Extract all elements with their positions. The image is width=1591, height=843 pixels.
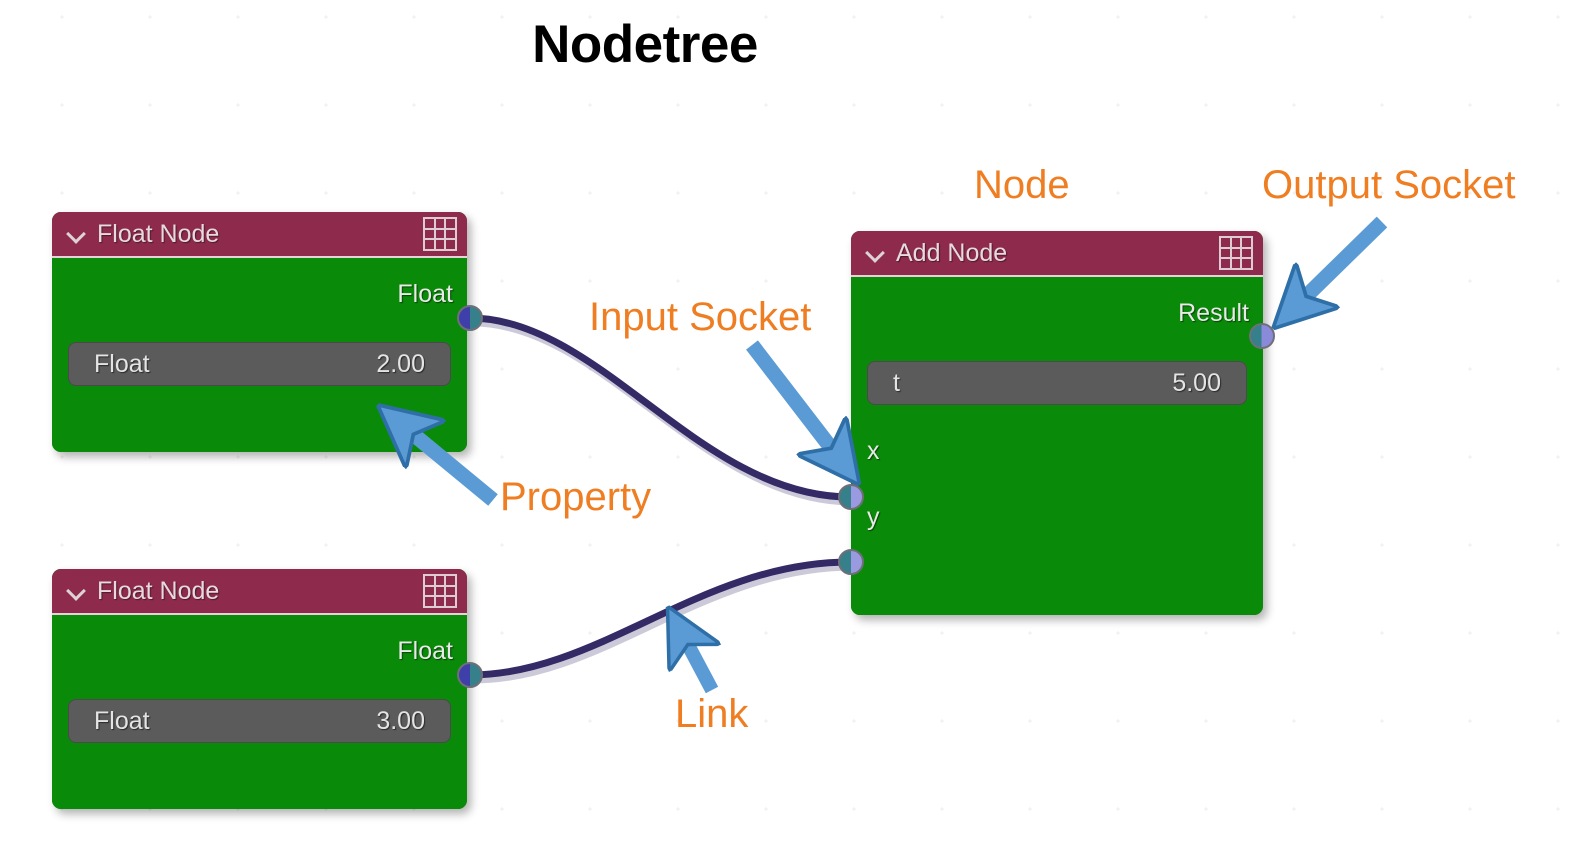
input-socket-label: y (867, 502, 880, 531)
node-float-node-2-inner: Float Node Float Float 3.00 (52, 569, 467, 809)
property-value[interactable]: 3.00 (376, 706, 425, 735)
node-title: Float Node (97, 219, 220, 248)
input-row-x: x (851, 429, 1263, 473)
page-title: Nodetree (532, 15, 758, 74)
input-socket-y[interactable] (838, 549, 864, 575)
node-float-node-2[interactable]: Float Node Float Float 3.00 (52, 569, 483, 809)
link-curve-y (466, 558, 854, 679)
chevron-down-icon[interactable] (66, 580, 88, 602)
arrow-output-socket (1290, 216, 1388, 312)
output-socket[interactable] (457, 305, 483, 331)
annotation-link: Link (675, 692, 749, 736)
property-widget-t[interactable]: t 5.00 (867, 361, 1247, 405)
input-socket-label: x (867, 436, 880, 465)
property-name: t (893, 368, 900, 397)
property-name: Float (94, 706, 150, 735)
property-name: Float (94, 349, 150, 378)
annotation-output-socket: Output Socket (1262, 163, 1516, 207)
link-curve-x (466, 314, 854, 501)
output-socket[interactable] (457, 662, 483, 688)
grid-icon[interactable] (1219, 236, 1253, 270)
node-body: Result t 5.00 x y (851, 291, 1263, 539)
output-row-float: Float (52, 272, 467, 316)
output-row-float: Float (52, 629, 467, 673)
node-float-node-1[interactable]: Float Node Float Float 2.00 (52, 212, 483, 452)
input-row-y: y (851, 495, 1263, 539)
node-header[interactable]: Add Node (851, 231, 1263, 277)
grid-icon[interactable] (423, 574, 457, 608)
property-widget-float[interactable]: Float 3.00 (68, 699, 451, 743)
property-widget-float[interactable]: Float 2.00 (68, 342, 451, 386)
grid-icon[interactable] (423, 217, 457, 251)
node-header[interactable]: Float Node (52, 212, 467, 258)
output-socket-label: Float (397, 279, 453, 308)
annotation-input-socket: Input Socket (589, 295, 812, 339)
output-socket-label: Result (1178, 298, 1249, 327)
input-socket-x[interactable] (838, 484, 864, 510)
node-header[interactable]: Float Node (52, 569, 467, 615)
node-float-node-1-inner: Float Node Float Float 2.00 (52, 212, 467, 452)
node-add-node[interactable]: Add Node Result t 5.00 x y (838, 231, 1275, 615)
node-body: Float Float 2.00 (52, 272, 467, 386)
output-socket-label: Float (397, 636, 453, 665)
node-add-node-inner: Add Node Result t 5.00 x y (851, 231, 1263, 615)
link-float2-to-y-shadow (468, 561, 858, 684)
annotation-node: Node (974, 163, 1070, 207)
property-value[interactable]: 5.00 (1172, 368, 1221, 397)
arrow-link (678, 626, 712, 694)
node-title: Float Node (97, 576, 220, 605)
arrow-input-socket (746, 340, 845, 466)
chevron-down-icon[interactable] (865, 242, 887, 264)
node-title: Add Node (896, 238, 1008, 267)
output-row-result: Result (851, 291, 1263, 335)
property-value[interactable]: 2.00 (376, 349, 425, 378)
output-socket[interactable] (1249, 323, 1275, 349)
chevron-down-icon[interactable] (66, 223, 88, 245)
annotation-property: Property (500, 475, 652, 519)
node-body: Float Float 3.00 (52, 629, 467, 743)
